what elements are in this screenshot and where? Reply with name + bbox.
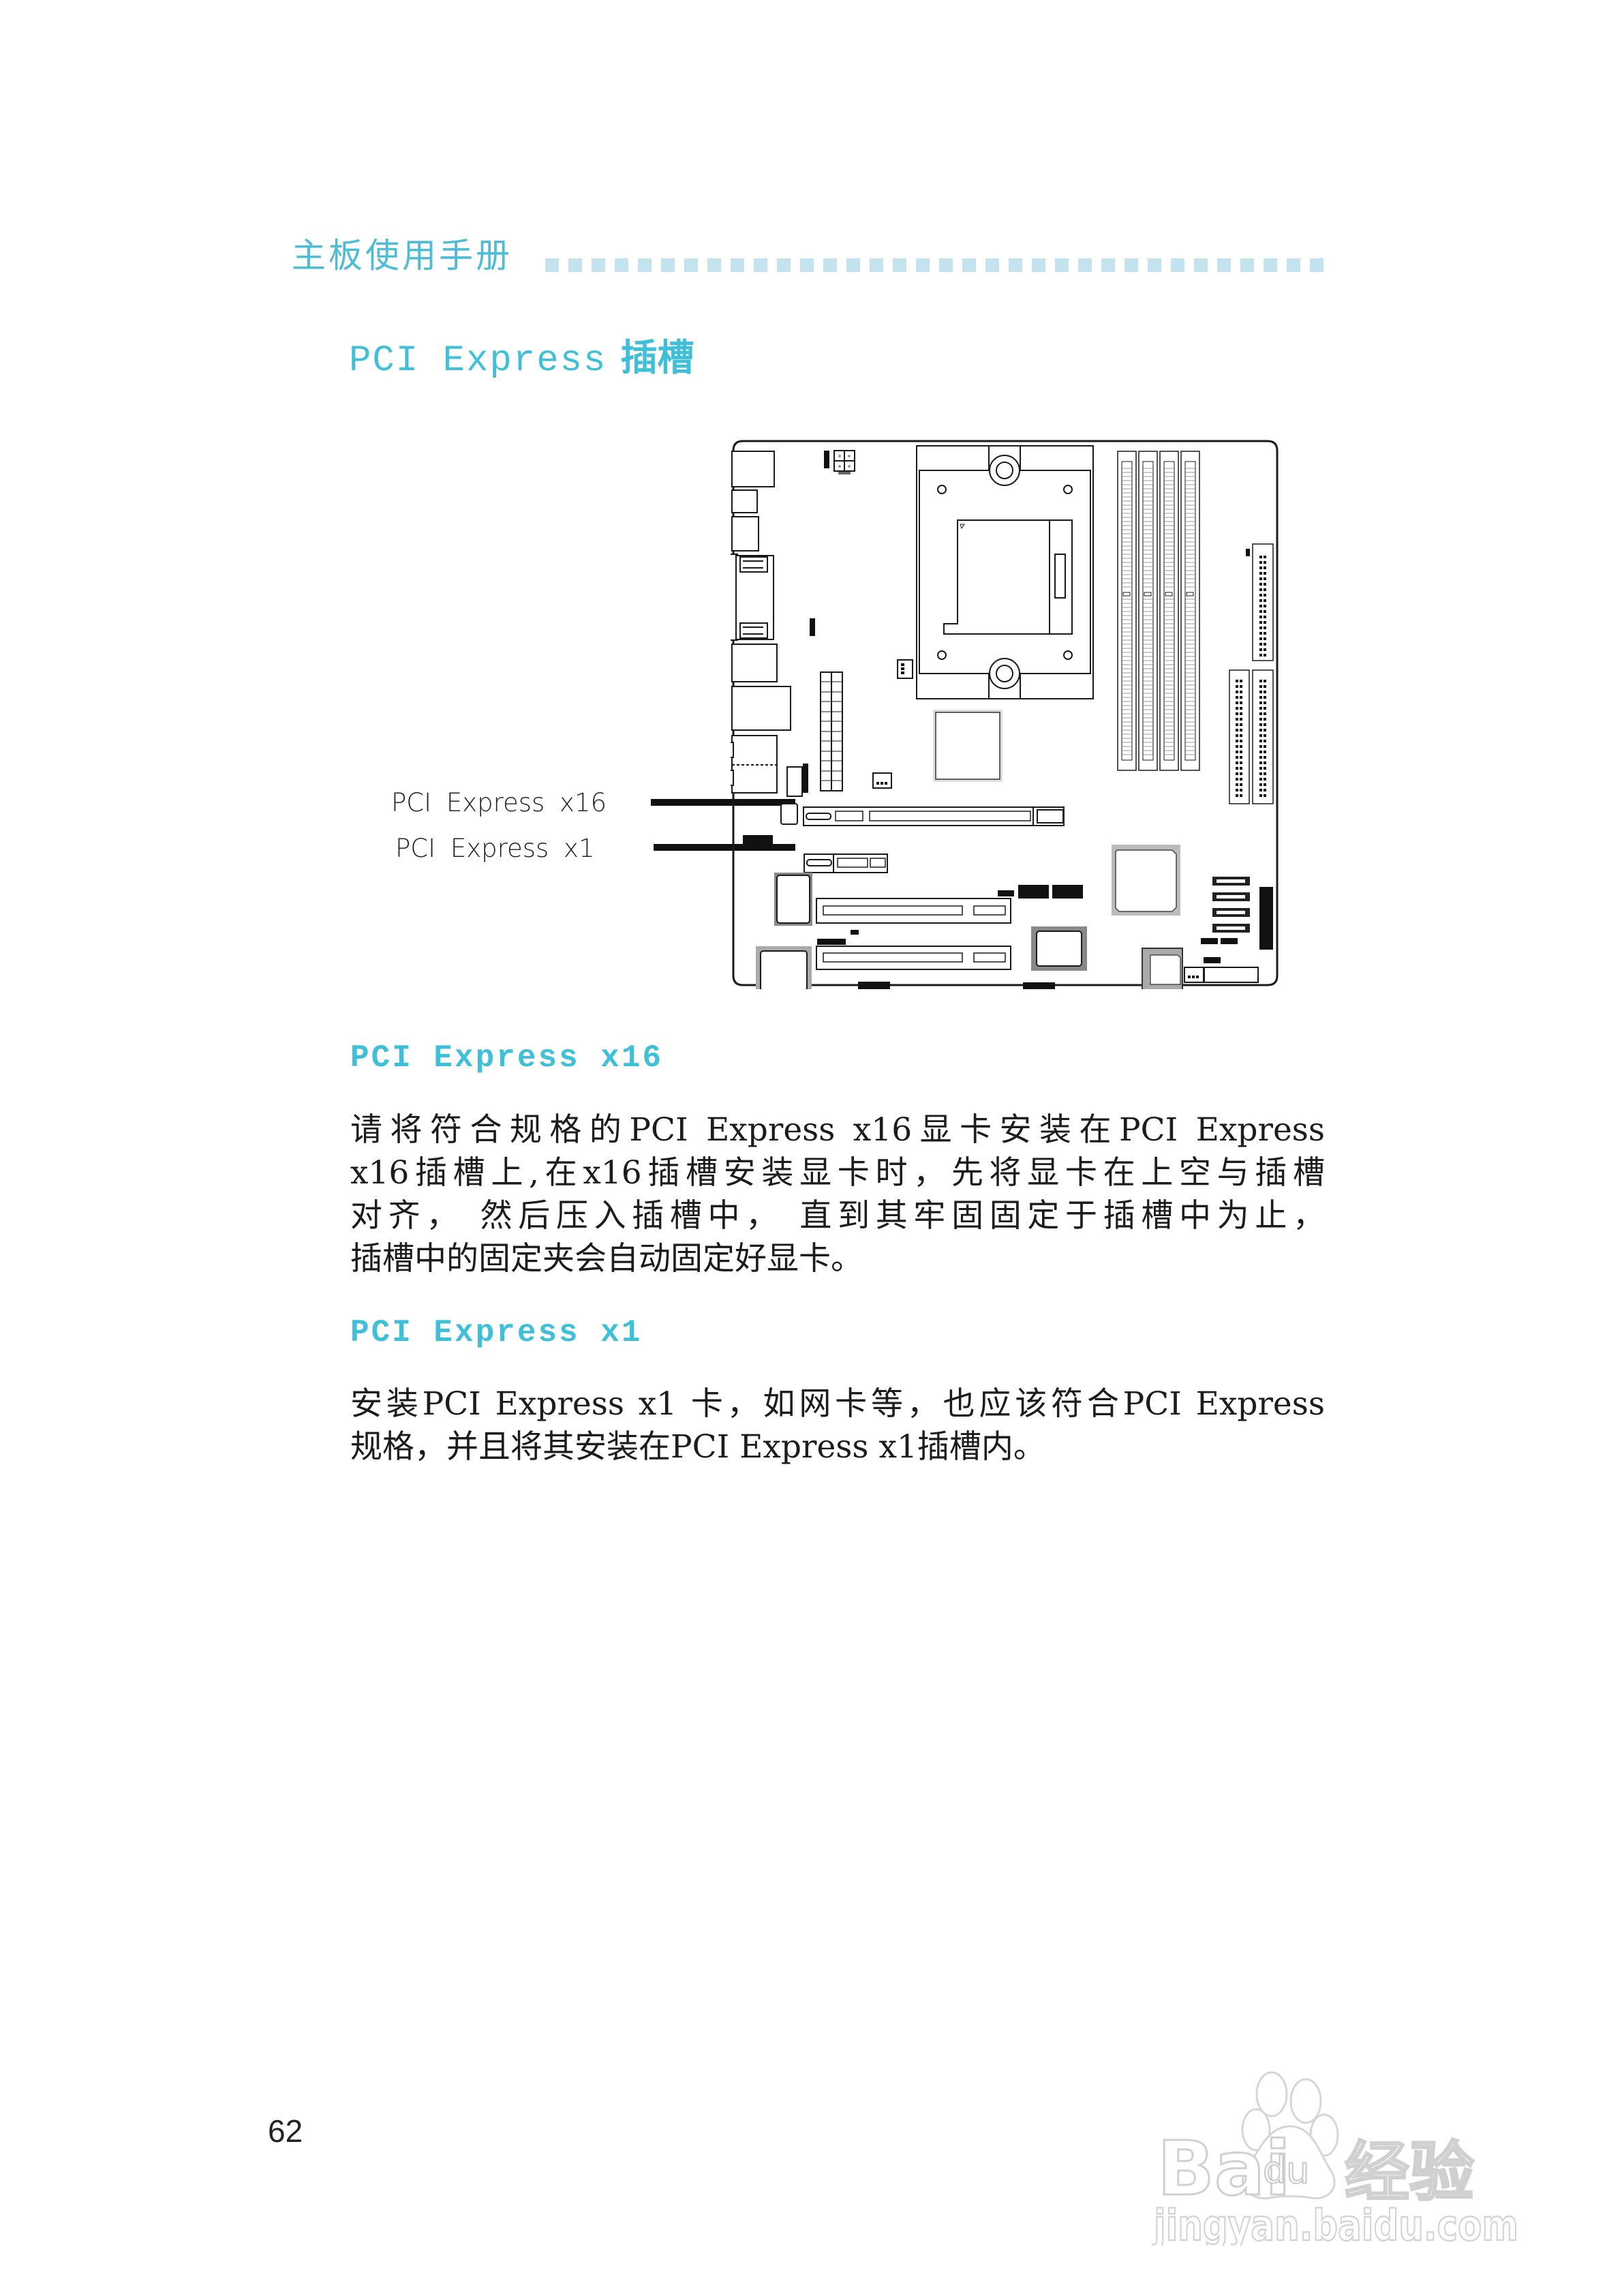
usb-header-2 — [1018, 885, 1049, 898]
pcie-x1-slot — [804, 854, 888, 873]
dimm-slots — [1117, 451, 1200, 771]
paragraph-line: 插槽中的固定夹会自动固定好显卡。 — [350, 1240, 863, 1278]
header-dot — [1287, 258, 1300, 272]
header-dot — [1310, 258, 1323, 272]
pcie-controller-chip — [780, 803, 798, 825]
header-dot — [638, 258, 652, 272]
fan-header-2 — [872, 772, 892, 789]
callout-label-pcie-x1: PCI Express x1 — [395, 834, 595, 863]
dimm-ribs — [1122, 468, 1195, 755]
jumper — [1201, 938, 1218, 944]
header-dot — [962, 258, 976, 272]
header-dotted-rule — [545, 258, 1323, 272]
watermark-brand-cjk: 经验 — [1345, 2135, 1474, 2210]
header-dot — [545, 258, 559, 272]
header-dot — [592, 258, 605, 272]
header-dot — [1194, 258, 1208, 272]
header-dot — [1078, 258, 1092, 272]
page-title: PCI Express 插槽 — [349, 334, 694, 385]
section-heading-pcie-x16: PCI Express x16 — [350, 1040, 664, 1076]
leader-line-pcie-x16 — [651, 799, 795, 806]
usb-header — [743, 835, 773, 847]
front-panel-header — [1259, 887, 1273, 950]
battery — [1204, 967, 1259, 983]
header-dot — [1148, 258, 1161, 272]
header-dot — [777, 258, 791, 272]
header-dot — [731, 258, 744, 272]
front-usb-header — [1023, 982, 1055, 989]
jumper — [851, 930, 859, 935]
header-dot — [823, 258, 837, 272]
header-dot — [707, 258, 721, 272]
header-dot — [684, 258, 698, 272]
header-dot — [800, 258, 814, 272]
header-dot — [754, 258, 767, 272]
paragraph-line: x16插槽上,在x16插槽安装显卡时，先将显卡在上空与插槽 — [350, 1154, 1325, 1192]
atx-24pin-connector — [820, 671, 843, 791]
header-dot — [661, 258, 675, 272]
atx12v-connector — [824, 450, 855, 474]
pcie-x16-slot — [803, 806, 1065, 826]
section-body-pcie-x16: 请将符合规格的PCI Express x16显卡安装在PCI Express x… — [350, 1108, 1325, 1280]
page-number: 62 — [268, 2113, 303, 2149]
fan-header-3 — [1184, 967, 1204, 983]
paragraph-line: 对齐， 然后压入插槽中， 直到其牢固固定于插槽中为止， — [350, 1197, 1325, 1235]
paragraph-line: 请将符合规格的PCI Express x16显卡安装在PCI Express — [350, 1111, 1325, 1149]
header-dot — [846, 258, 860, 272]
jumper — [810, 618, 815, 636]
header-pins — [817, 939, 846, 945]
header-dot — [870, 258, 883, 272]
motherboard-layout-diagram — [731, 440, 1279, 989]
southbridge-chip — [1112, 845, 1180, 916]
header-dot — [1217, 258, 1231, 272]
watermark-paw-text: du — [1263, 2149, 1310, 2192]
leader-line-pcie-x1 — [654, 844, 795, 851]
com-header — [858, 982, 890, 989]
header-dot — [1264, 258, 1277, 272]
sata-connectors — [1212, 877, 1250, 933]
system-fan-header — [786, 764, 808, 797]
pci-slot-2 — [816, 946, 1011, 970]
watermark-brand-latin: Bai — [1157, 2125, 1291, 2212]
header-dot — [568, 258, 582, 272]
audio-codec-chip — [756, 946, 812, 989]
pci-slot-1 — [816, 898, 1011, 924]
header-dot — [1124, 258, 1138, 272]
header-dot — [1101, 258, 1115, 272]
running-header-title: 主板使用手册 — [292, 236, 512, 275]
header-dot — [985, 258, 999, 272]
cpu-socket — [916, 445, 1094, 699]
section-heading-pcie-x1: PCI Express x1 — [350, 1315, 643, 1350]
northbridge-chip — [933, 710, 1003, 782]
rear-io-ports — [731, 451, 791, 794]
jumper — [998, 890, 1014, 896]
header-dot — [1240, 258, 1254, 272]
board-outline — [732, 440, 1279, 986]
super-io-chip — [774, 873, 812, 926]
ide-fdd-connectors — [1229, 543, 1274, 804]
page-title-latin: PCI Express — [349, 340, 607, 382]
header-dot — [615, 258, 628, 272]
header-dot — [1009, 258, 1022, 272]
bios-chip — [1142, 948, 1183, 989]
page-title-cjk: 插槽 — [620, 336, 694, 379]
header-dot — [1032, 258, 1045, 272]
paw-icon — [1241, 2071, 1339, 2200]
cpu-fan-header — [897, 659, 913, 679]
jumper — [1204, 957, 1221, 963]
paragraph-line: 规格，并且将其安装在PCI Express x1插槽内。 — [350, 1428, 1045, 1466]
header-dot — [939, 258, 953, 272]
lan-controller-chip — [1031, 926, 1087, 971]
header-dot — [1055, 258, 1069, 272]
header-dot — [916, 258, 930, 272]
usb-header-3 — [1052, 885, 1083, 898]
watermark-url: jingyan.baidu.com — [1152, 2201, 1518, 2246]
baidu-jingyan-watermark: Bai du 经验 jingyan.baidu.com — [1151, 2071, 1519, 2246]
jumper — [1221, 938, 1238, 944]
callout-label-pcie-x16: PCI Express x16 — [391, 788, 607, 817]
header-dot — [1171, 258, 1184, 272]
header-dot — [893, 258, 906, 272]
section-body-pcie-x1: 安装PCI Express x1 卡，如网卡等，也应该符合PCI Express… — [350, 1383, 1325, 1468]
paragraph-line: 安装PCI Express x1 卡，如网卡等，也应该符合PCI Express — [350, 1385, 1325, 1423]
